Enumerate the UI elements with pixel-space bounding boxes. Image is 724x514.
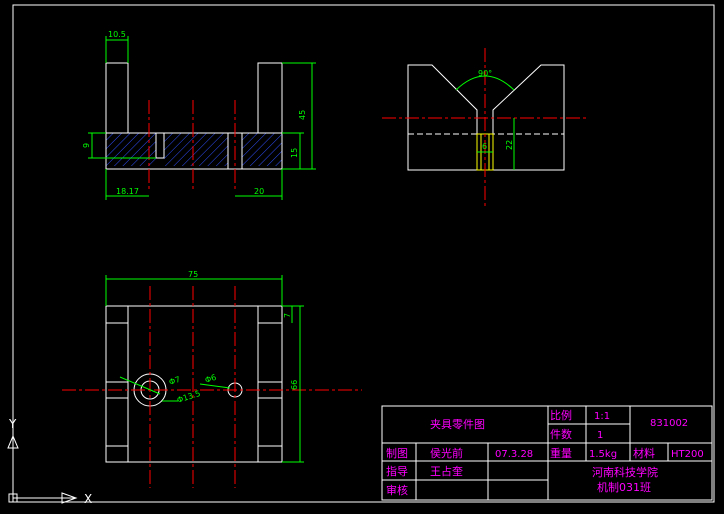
- title-class-name: 机制031班: [597, 480, 651, 494]
- title-guide-name: 王占奎: [430, 464, 463, 478]
- title-block: [381, 405, 713, 501]
- title-material-label: 材料: [633, 446, 655, 460]
- title-material-value: HT200: [671, 449, 704, 460]
- title-drawn-date: 07.3.28: [495, 449, 533, 460]
- title-scale-value: 1:1: [594, 411, 610, 422]
- dim-top-depth-66: 66: [290, 380, 299, 390]
- front-view: [105, 62, 283, 170]
- top-outline: [105, 305, 283, 463]
- title-quantity-label: 件数: [550, 428, 572, 441]
- ucs-origin-box: [8, 493, 18, 503]
- dim-slot-width: 6: [482, 142, 487, 151]
- dim-height-total: 45: [298, 110, 307, 120]
- ucs-x-label: X: [84, 492, 92, 506]
- ucs-icon: [7, 432, 78, 504]
- dim-top-width: 10.5: [108, 30, 126, 39]
- dim-counterbore: Φ13.5: [176, 389, 202, 405]
- title-drawn-by: 侯光前: [430, 446, 463, 460]
- front-left-post: [105, 62, 129, 134]
- title-weight-value: 1.5kg: [589, 449, 617, 460]
- title-drawing-no: 831002: [650, 418, 688, 429]
- hatch-right: [242, 133, 282, 166]
- side-centerlines: [382, 48, 588, 208]
- ucs-y-arrow: [7, 434, 19, 449]
- top-view: [105, 305, 283, 463]
- title-review-label: 审核: [386, 483, 408, 497]
- title-guide-label: 指导: [386, 464, 408, 478]
- dim-small-leader: [199, 383, 231, 389]
- dim-top-width-75: 75: [188, 270, 198, 279]
- dim-hole-large: Φ7: [168, 375, 182, 387]
- dim-hole-leader: [119, 376, 161, 395]
- front-base: [105, 132, 283, 170]
- title-drawn-label: 制图: [386, 447, 408, 460]
- side-outline: [407, 64, 565, 171]
- dim-angle-arc: [455, 75, 515, 91]
- ucs-y-label: Y: [8, 417, 17, 431]
- front-slot-notch: [155, 133, 165, 159]
- title-scale-label: 比例: [550, 408, 572, 422]
- dim-top-edge-7: 7: [283, 313, 292, 318]
- dim-base-height: 15: [290, 148, 299, 158]
- title-block-frame: [381, 405, 713, 501]
- top-centerlines: [62, 286, 362, 488]
- dim-hole-small: Φ6: [204, 373, 218, 385]
- side-dimensions: [455, 75, 515, 170]
- title-school: 河南科技学院: [592, 465, 658, 479]
- front-dimensions: [88, 36, 316, 200]
- hatch-left: [106, 133, 156, 166]
- front-right-post: [257, 62, 283, 134]
- title-weight-label: 重量: [550, 446, 572, 460]
- dim-left-width: 18.17: [116, 187, 139, 196]
- dim-slot-height: 22: [505, 140, 514, 150]
- title-quantity-value: 1: [597, 430, 603, 441]
- top-dimensions: [105, 275, 304, 463]
- hatch-middle: [164, 133, 228, 166]
- dim-right-width: 20: [254, 187, 264, 196]
- ucs-x-arrow: [61, 492, 78, 504]
- side-view: [407, 64, 565, 171]
- title-part-name: 夹具零件图: [430, 418, 485, 431]
- dim-v-angle: 90°: [478, 69, 492, 78]
- front-centerlines: [148, 100, 236, 192]
- drawing-border: [12, 4, 715, 503]
- dim-slot-depth: 9: [82, 143, 91, 148]
